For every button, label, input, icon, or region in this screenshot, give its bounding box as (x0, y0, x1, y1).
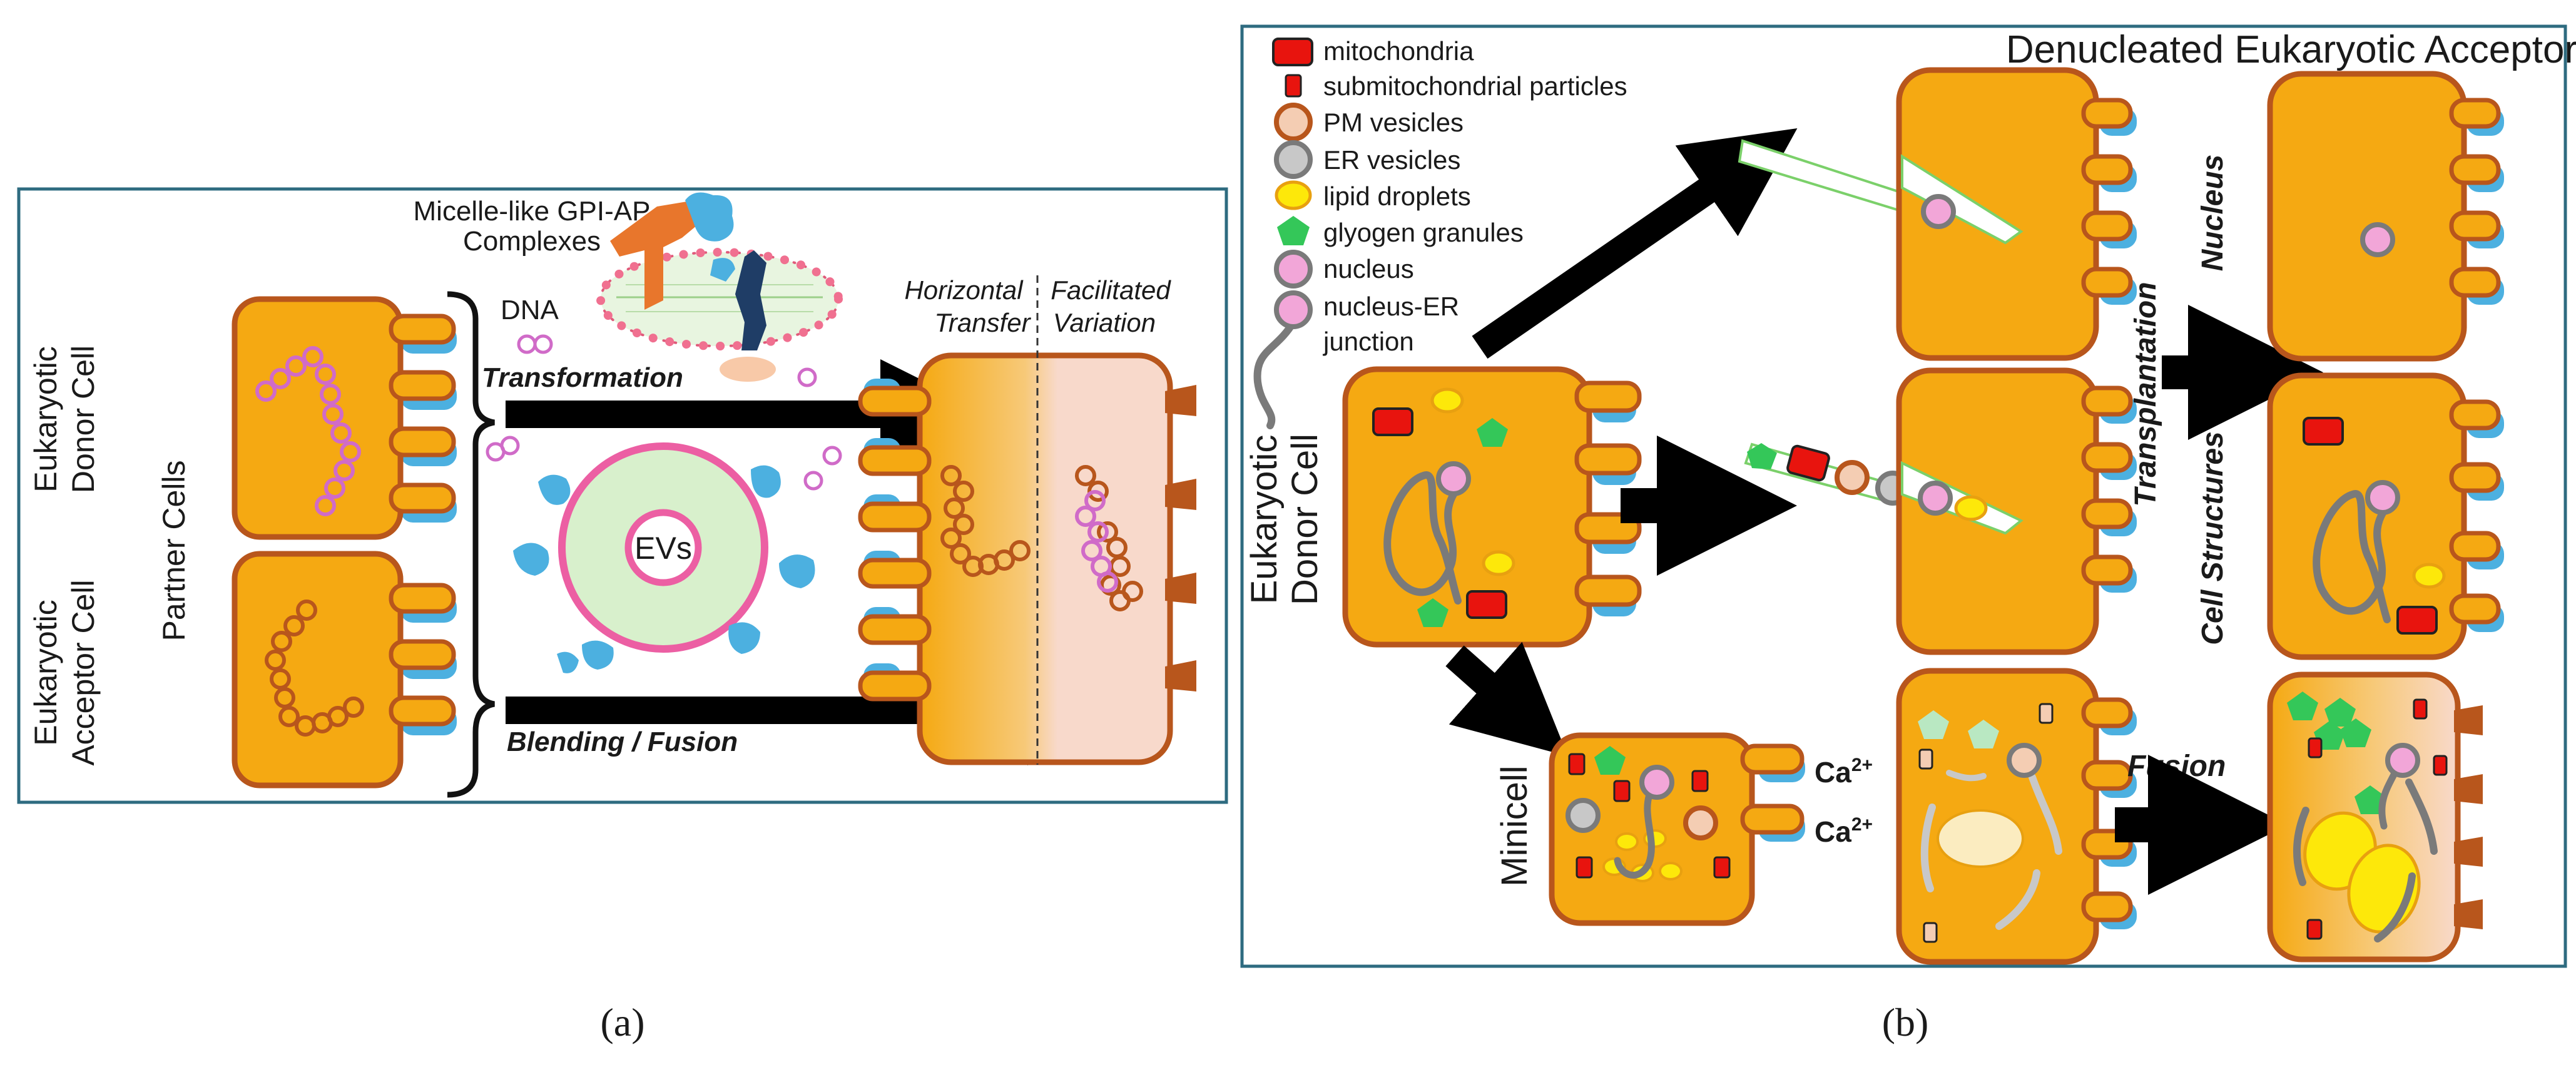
donor-b-label-1: Eukaryotic (1244, 435, 1285, 605)
legend-label: PM vesicles (1323, 108, 1464, 137)
evs-label: EVs (634, 531, 692, 566)
acceptor-b4 (2267, 372, 2504, 660)
nucleus-icon (1274, 250, 1313, 288)
fusion-label: Fusion (2127, 750, 2226, 783)
arrow-to-minicell (1445, 641, 1568, 757)
nucleus-er-icon (1253, 290, 1313, 429)
facilitated-label-2: Variation (1053, 308, 1156, 337)
legend-label: lipid droplets (1323, 181, 1471, 211)
glycogen-icon (1277, 216, 1310, 245)
nucleus-label: Nucleus (2196, 155, 2229, 272)
donor-cell-label-1: Eukaryotic (28, 346, 63, 492)
acceptor-cell-label-1: Eukaryotic (28, 600, 63, 745)
caption-a: (a) (600, 1000, 644, 1044)
legend-label: mitochondria (1323, 36, 1474, 66)
blending-label: Blending / Fusion (507, 727, 738, 757)
acceptor-cell-a (232, 551, 457, 789)
micelle-complex (596, 192, 843, 382)
donor-cell-a (232, 296, 457, 540)
partner-cells-label: Partner Cells (156, 461, 191, 641)
legend: mitochondria submitochondrial particles … (1253, 36, 1627, 429)
acceptor-b5 (1896, 668, 2137, 965)
er-vesicle-icon (1274, 140, 1313, 179)
legend-label: glyogen granules (1323, 218, 1524, 247)
legend-label: junction (1322, 327, 1414, 356)
legend-label: nucleus (1323, 254, 1414, 283)
horizontal-label-2: Transfer (934, 308, 1031, 337)
horizontal-label-1: Horizontal (904, 275, 1024, 305)
ev-proteins (513, 465, 815, 673)
arrow-to-nucleus-transplant (1472, 128, 1798, 359)
micelle-label-1: Micelle-like GPI-AP (414, 196, 651, 227)
submito-icon (1285, 74, 1302, 98)
lipid-droplet-icon (1275, 180, 1312, 210)
ev-vesicle (558, 442, 768, 653)
transformation-label: Transformation (482, 362, 683, 393)
acceptor-cell-label-2: Acceptor Cell (66, 579, 101, 765)
acceptor-b2 (1896, 367, 2137, 655)
loose-dna (486, 334, 842, 491)
partner-brace (447, 291, 496, 798)
acceptor-dna-chain (265, 600, 364, 737)
donor-dna-chain (255, 346, 361, 516)
legend-label: submitochondrial particles (1323, 71, 1627, 101)
donor-cell-label-2: Donor Cell (66, 345, 101, 493)
transplantation-label: Transplantation (2129, 282, 2162, 506)
panel-b: Denucleated Eukaryotic Acceptor Cells mi… (1240, 24, 2576, 1044)
legend-label: ER vesicles (1323, 145, 1460, 175)
acceptor-b3 (2267, 71, 2504, 362)
fused-cell-a (858, 275, 1196, 765)
micelle-label-2: Complexes (463, 226, 601, 257)
donor-b-label-2: Donor Cell (1285, 434, 1325, 605)
legend-label: nucleus-ER (1323, 292, 1459, 321)
minicell (1549, 732, 1805, 926)
pm-vesicle-icon (1274, 103, 1313, 141)
acceptor-b1 (1896, 67, 2137, 361)
facilitated-label-1: Facilitated (1051, 275, 1171, 305)
ca-label-1: Ca2+ (1815, 755, 1873, 789)
fused-cell-b (2267, 671, 2483, 962)
panel-b-title: Denucleated Eukaryotic Acceptor Cells (2006, 28, 2576, 71)
minicell-label: Minicell (1494, 765, 1535, 886)
ca-label-2: Ca2+ (1815, 814, 1873, 848)
caption-b: (b) (1882, 1000, 1929, 1044)
mitochondria-icon (1272, 38, 1313, 66)
dna-label: DNA (501, 295, 559, 325)
panel-a: Partner Cells Eukaryotic Donor Cell Euka… (17, 187, 1228, 1044)
cell-structures-label: Cell Structures (2196, 431, 2229, 645)
